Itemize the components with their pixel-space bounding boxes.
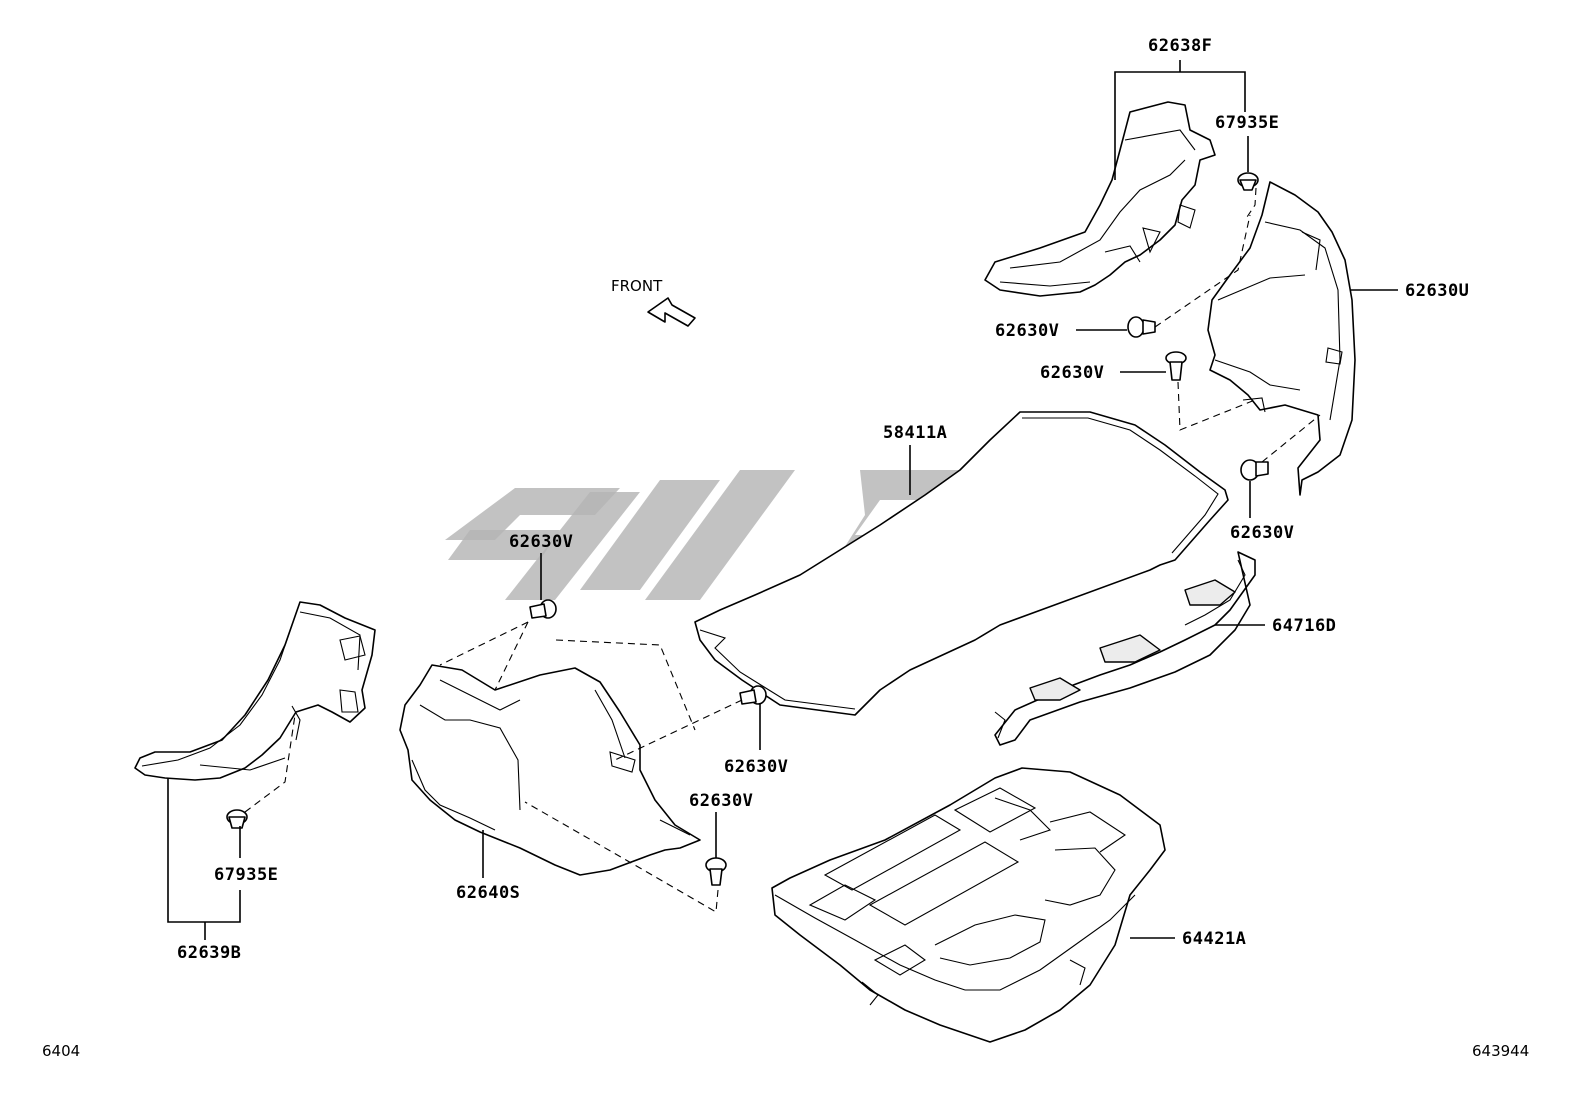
label-62630V-e: 62630V xyxy=(724,757,788,777)
footer-code-right: 643944 xyxy=(1472,1042,1529,1060)
clip-67935E-bottom xyxy=(226,809,248,829)
label-62639B: 62639B xyxy=(177,943,241,963)
label-62630V-a: 62630V xyxy=(995,321,1059,341)
label-64421A: 64421A xyxy=(1182,929,1246,949)
clip-62630V-d xyxy=(529,599,557,619)
clip-62630V-b xyxy=(1165,351,1187,381)
label-64716D: 64716D xyxy=(1272,616,1336,636)
part-64716D-sill xyxy=(994,551,1256,746)
front-label: FRONT xyxy=(611,277,663,295)
clip-62630V-a xyxy=(1127,316,1156,338)
label-62630U: 62630U xyxy=(1405,281,1469,301)
clip-62630V-e xyxy=(739,685,767,705)
part-62630U-trim xyxy=(1207,181,1356,496)
leader-62639B xyxy=(167,778,241,923)
part-64421A-tray xyxy=(771,767,1166,1043)
label-67935E-top: 67935E xyxy=(1215,113,1279,133)
label-62638F: 62638F xyxy=(1148,36,1212,56)
clip-67935E-top xyxy=(1237,172,1259,191)
label-62630V-d: 62630V xyxy=(509,532,573,552)
part-58411A-mat xyxy=(694,411,1229,716)
clip-62630V-c xyxy=(1240,459,1269,481)
label-62630V-f: 62630V xyxy=(689,791,753,811)
footer-code-left: 6404 xyxy=(42,1042,80,1060)
label-62640S: 62640S xyxy=(456,883,520,903)
label-58411A: 58411A xyxy=(883,423,947,443)
label-62630V-c: 62630V xyxy=(1230,523,1294,543)
part-62640S-trim xyxy=(399,664,701,876)
front-arrow xyxy=(647,297,696,327)
label-67935E-bottom: 67935E xyxy=(214,865,278,885)
part-62638F-trim xyxy=(984,101,1216,297)
part-62639B-trim xyxy=(134,601,376,781)
clip-62630V-f xyxy=(705,857,727,886)
label-62630V-b: 62630V xyxy=(1040,363,1104,383)
